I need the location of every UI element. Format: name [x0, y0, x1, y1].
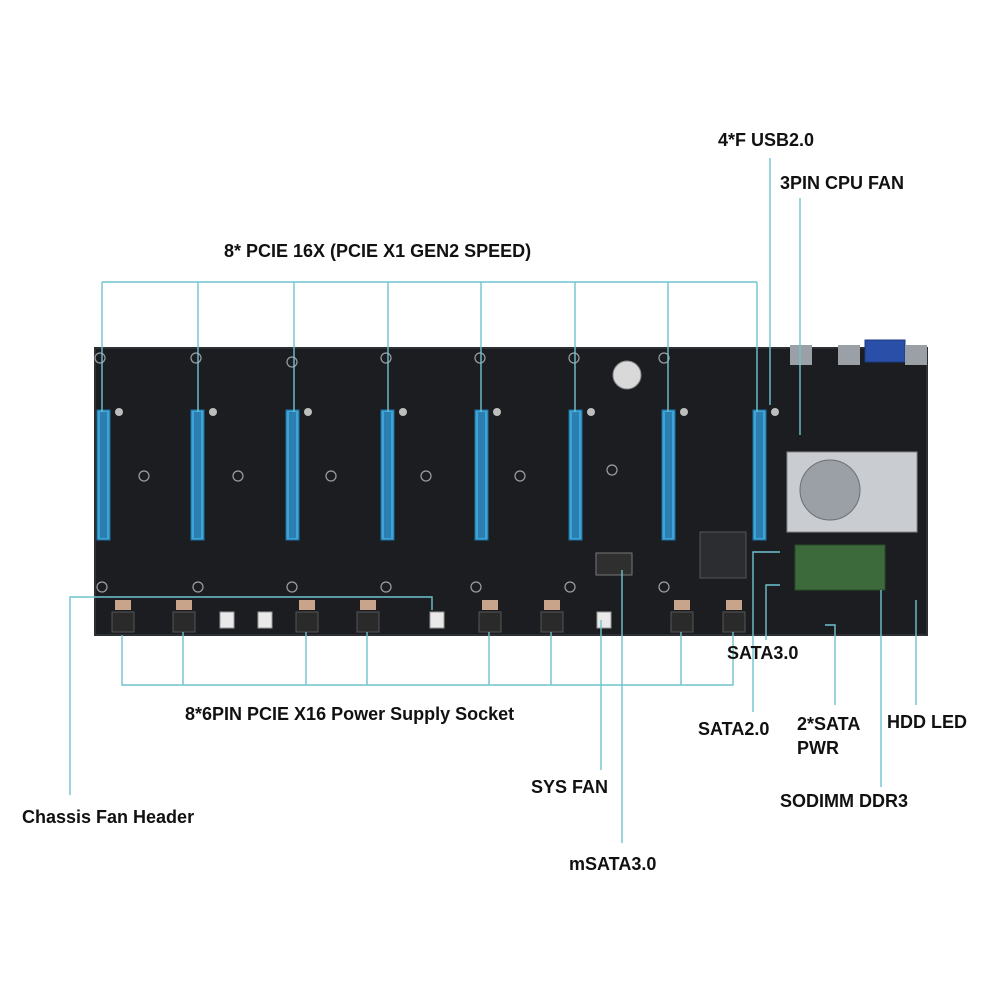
mounting-hole [658, 352, 670, 364]
capacitor [304, 408, 312, 416]
socket-pins [176, 600, 192, 610]
pcie-power-socket [356, 611, 380, 633]
pcie-slot-inner-5 [478, 412, 485, 538]
board-components [94, 339, 927, 633]
leader-lines [69, 158, 917, 843]
pcie-slot-inner-1 [100, 412, 107, 538]
usb-port [790, 345, 812, 365]
power-socket-bracket-line [121, 632, 734, 686]
sodimm-module [794, 544, 886, 591]
mounting-hole [232, 470, 244, 482]
cpu-fan-label: 3PIN CPU FAN [780, 173, 905, 193]
usb-label: 4*F USB2.0 [718, 130, 815, 150]
capacitor [209, 408, 217, 416]
sata2-label: SATA2.0 [698, 719, 770, 739]
sata-pwr-label-line2: PWR [797, 738, 839, 759]
mounting-hole [286, 581, 298, 593]
pcie-slots-label: 8* PCIE 16X (PCIE X1 GEN2 SPEED) [224, 241, 532, 261]
mounting-hole [94, 352, 106, 364]
usb-port [905, 345, 927, 365]
fan-header [257, 611, 273, 629]
sata3-label: SATA3.0 [727, 643, 799, 663]
pcie-slot-inner-7 [665, 412, 672, 538]
cpu-fan [799, 459, 861, 521]
mounting-hole [286, 356, 298, 368]
sys-fan-label: SYS FAN [531, 777, 609, 797]
chipset [699, 531, 747, 579]
capacitor [680, 408, 688, 416]
pcie-slot-inner-6 [572, 412, 579, 538]
capacitor [115, 408, 123, 416]
pcie-slot-inner-3 [289, 412, 296, 538]
mounting-hole [380, 581, 392, 593]
mounting-hole [380, 352, 392, 364]
cmos-battery [612, 360, 642, 390]
fan-header [596, 611, 612, 629]
mounting-hole [568, 352, 580, 364]
capacitor [399, 408, 407, 416]
mounting-hole [190, 352, 202, 364]
chassis-fan-leader-line [69, 596, 433, 795]
socket-pins [726, 600, 742, 610]
pcie-power-socket [295, 611, 319, 633]
sata3-leader-line [765, 584, 780, 640]
pcie-power-socket [540, 611, 564, 633]
sata-pwr-leader-line [825, 624, 836, 705]
msata-label: mSATA3.0 [569, 854, 657, 874]
mounting-hole [514, 470, 526, 482]
socket-pins [544, 600, 560, 610]
sata-pwr-label: 2*SATA PWR [797, 712, 877, 761]
power-socket-label: 8*6PIN PCIE X16 Power Supply Socket [185, 704, 515, 724]
mounting-hole [658, 581, 670, 593]
pcie-slot-inner-2 [194, 412, 201, 538]
socket-pins [115, 600, 131, 610]
hdd-led-label: HDD LED [887, 712, 967, 732]
pcie-power-socket [111, 611, 135, 633]
mounting-hole [474, 352, 486, 364]
fan-header [219, 611, 235, 629]
capacitor [771, 408, 779, 416]
mounting-hole [325, 470, 337, 482]
mounting-hole [192, 581, 204, 593]
usb-port [838, 345, 860, 365]
sata2-leader-line [752, 551, 780, 712]
vga-port [864, 339, 906, 363]
socket-pins [674, 600, 690, 610]
sata-pwr-label-line1: 2*SATA [797, 714, 861, 734]
mounting-hole [96, 581, 108, 593]
fan-header [429, 611, 445, 629]
mounting-hole [606, 464, 618, 476]
socket-pins [299, 600, 315, 610]
pcie-slot-inner-4 [384, 412, 391, 538]
sodimm-label: SODIMM DDR3 [780, 791, 909, 811]
pcie-power-socket [172, 611, 196, 633]
socket-pins [360, 600, 376, 610]
pcie-power-socket [722, 611, 746, 633]
pcie-power-socket [670, 611, 694, 633]
capacitor [493, 408, 501, 416]
socket-pins [482, 600, 498, 610]
pcie-power-socket [478, 611, 502, 633]
mounting-hole [470, 581, 482, 593]
msata-slot [595, 552, 633, 576]
chassis-fan-label: Chassis Fan Header [22, 807, 195, 827]
mounting-hole [420, 470, 432, 482]
mounting-hole [138, 470, 150, 482]
pcie-slot-inner-8 [756, 412, 763, 538]
capacitor [587, 408, 595, 416]
mounting-hole [564, 581, 576, 593]
